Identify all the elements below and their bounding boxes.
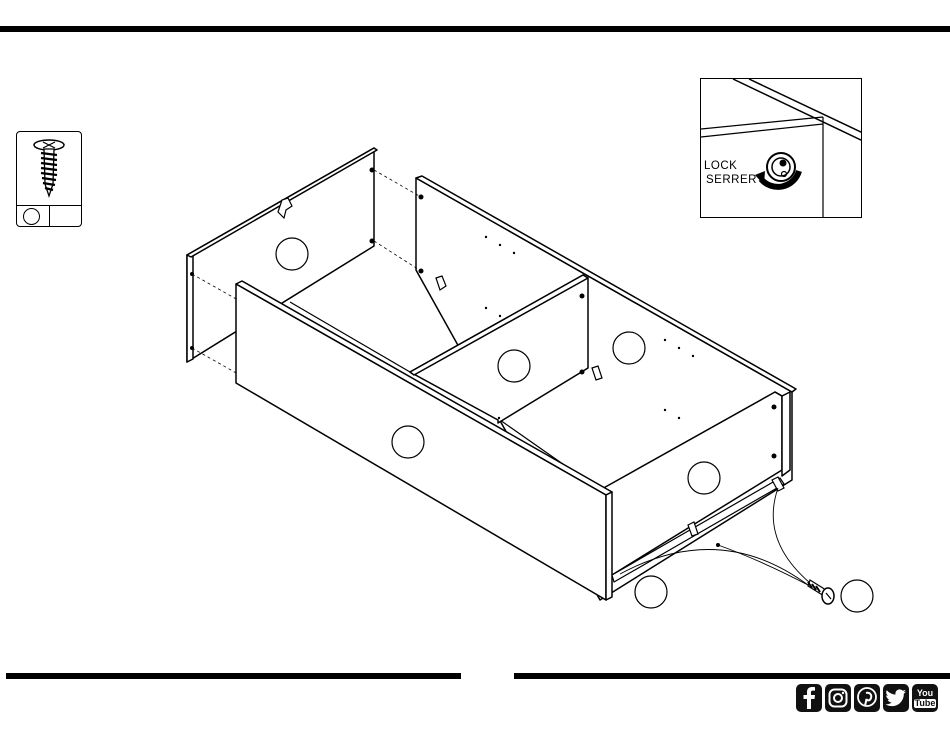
twitter-icon[interactable] — [883, 684, 909, 712]
drawer-assembly-drawing — [0, 0, 950, 660]
facebook-icon[interactable] — [796, 684, 822, 712]
bottom-rule-left — [6, 673, 461, 679]
youtube-icon[interactable]: You Tube — [912, 684, 938, 712]
youtube-text-bottom: Tube — [914, 699, 937, 708]
youtube-text-top: You — [917, 689, 933, 698]
social-icons: You Tube — [796, 684, 938, 712]
instagram-icon[interactable] — [825, 684, 851, 712]
pinterest-icon[interactable] — [854, 684, 880, 712]
screw-icon — [808, 580, 834, 604]
bottom-rule-right — [514, 673, 950, 679]
